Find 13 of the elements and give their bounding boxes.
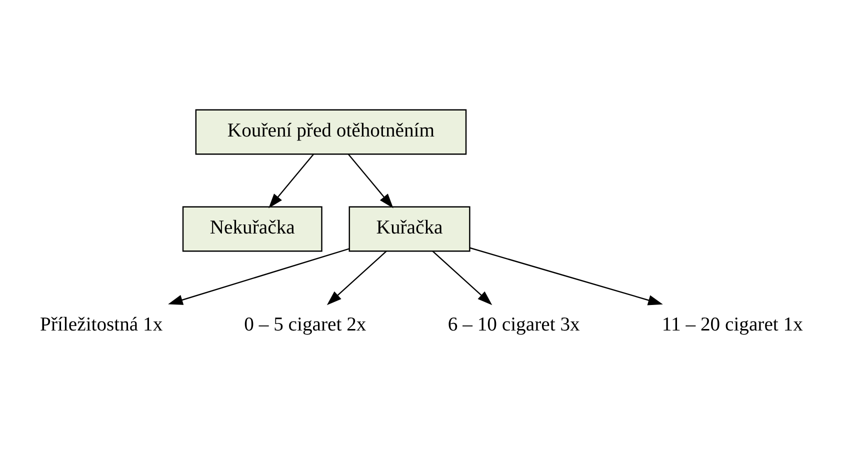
node-box: Kuřačka <box>348 206 470 252</box>
node-text: 11 – 20 cigaret 1x <box>662 314 803 336</box>
node-box: Nekuřačka <box>182 206 322 252</box>
node-text: 6 – 10 cigaret 3x <box>448 314 580 336</box>
node-text: Příležitostná 1x <box>40 314 163 336</box>
node-text: 0 – 5 cigaret 2x <box>244 314 366 336</box>
node-box: Kouření před otěhotněním <box>195 109 467 155</box>
arrow <box>168 248 350 305</box>
arrow <box>432 250 492 306</box>
arrow <box>268 154 314 208</box>
arrow <box>348 154 394 208</box>
arrow <box>470 247 663 306</box>
arrow <box>326 250 387 306</box>
